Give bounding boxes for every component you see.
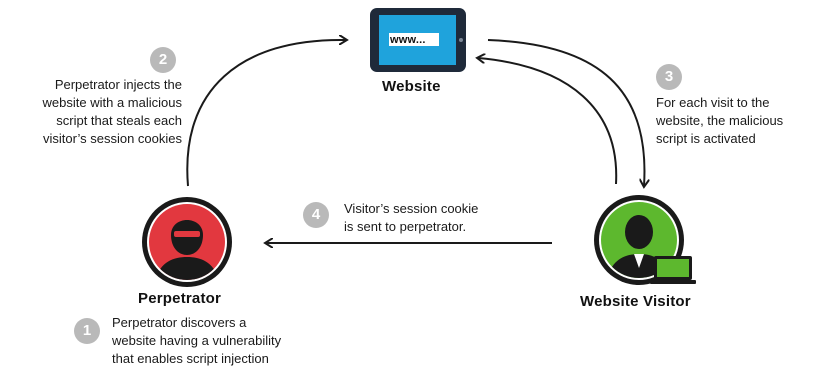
perpetrator-icon [142, 197, 232, 287]
step-4-text: Visitor’s session cookie is sent to perp… [344, 201, 479, 234]
step-2-text: Perpetrator injects the website with a m… [42, 77, 182, 146]
step-4-badge: 4 [303, 202, 329, 228]
step-1-badge: 1 [74, 318, 100, 344]
arrow-perpetrator-to-website [186, 40, 346, 187]
perpetrator-label: Perpetrator [138, 290, 222, 307]
step-3-badge: 3 [656, 64, 682, 90]
tablet-icon [370, 8, 466, 72]
arrow-website-to-visitor [487, 39, 644, 186]
step-1-text: Perpetrator discovers a website having a… [112, 315, 282, 366]
visitor-icon [594, 195, 696, 285]
website-screen-text: www... [390, 34, 426, 46]
visitor-label: Website Visitor [580, 293, 691, 310]
step-3-text: For each visit to the website, the malic… [656, 95, 784, 146]
arrow-visitor-to-website [478, 58, 618, 185]
website-label: Website [382, 78, 441, 95]
step-2-badge: 2 [150, 47, 176, 73]
